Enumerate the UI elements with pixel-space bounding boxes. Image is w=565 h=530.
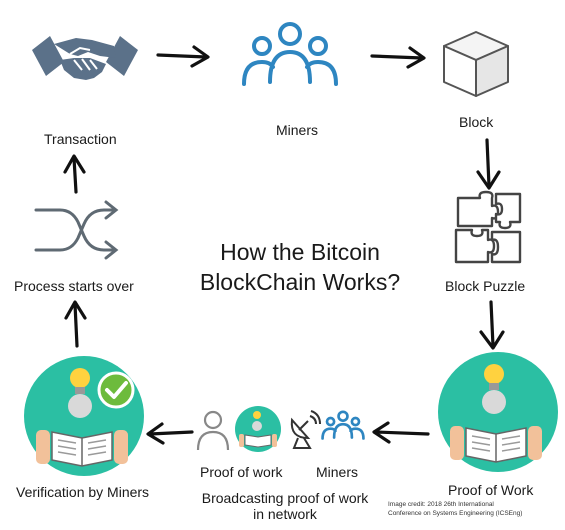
person-outline-icon (196, 410, 230, 451)
broadcast-caption-line-2: in network (253, 506, 317, 522)
diagram-title: How the Bitcoin BlockChain Works? (160, 237, 440, 297)
process-starts-over-label: Process starts over (14, 278, 134, 294)
arrow-icon (479, 300, 505, 350)
puzzle-icon (454, 190, 522, 264)
credit-line-1: Image credit: 2018 26th International (388, 501, 494, 508)
shuffle-icon (34, 200, 119, 260)
credit-line-2: Conference on Systems Engineering (ICSEn… (388, 510, 523, 517)
title-line-1: How the Bitcoin (220, 239, 380, 265)
block-label: Block (459, 114, 494, 130)
block-puzzle-label: Block Puzzle (445, 278, 526, 294)
check-badge-icon (97, 371, 135, 409)
image-credit: Image credit: 2018 26th International Co… (388, 500, 522, 518)
arrow-icon (64, 300, 87, 348)
verification-label: Verification by Miners (16, 484, 150, 500)
cube-icon (443, 31, 509, 97)
title-line-2: BlockChain Works? (199, 269, 401, 295)
handshake-icon (32, 36, 138, 80)
arrow-icon (146, 422, 194, 445)
reading-person-icon (235, 406, 281, 452)
reading-person-check-icon (24, 356, 144, 476)
lightbulb-icon (484, 364, 504, 390)
arrow-icon (63, 154, 86, 194)
transaction-label: Transaction (44, 131, 117, 147)
broadcast-miners-label: Miners (316, 464, 359, 480)
proof-of-work-icon (438, 352, 558, 472)
arrow-icon (372, 421, 430, 444)
arrow-icon (370, 46, 426, 69)
proof-of-work-label: Proof of Work (448, 482, 534, 498)
broadcast-caption-line-1: Broadcasting proof of work (201, 490, 369, 506)
people-group-icon (242, 22, 338, 86)
satellite-dish-icon (290, 410, 321, 449)
arrow-icon (156, 45, 210, 68)
broadcast-caption: Broadcasting proof of work in network (190, 490, 380, 522)
people-group-icon (321, 410, 365, 440)
arrow-icon (476, 138, 501, 190)
broadcast-proof-label: Proof of work (200, 464, 283, 480)
miners-label: Miners (276, 122, 319, 138)
